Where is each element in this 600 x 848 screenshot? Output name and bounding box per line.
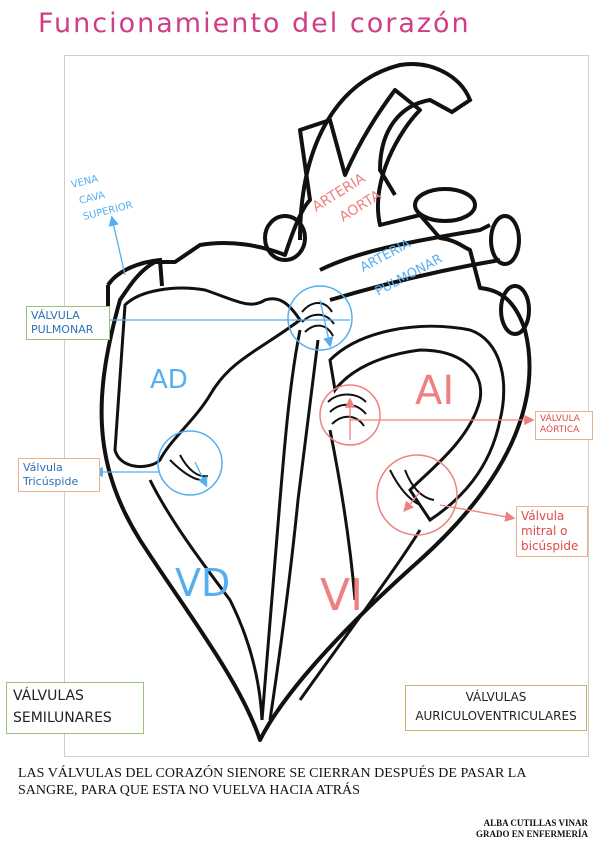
- right-ventricle-wall: [148, 479, 264, 721]
- program-name: GRADO EN ENFERMERÍA: [475, 829, 588, 839]
- left-ventricle-wall: [298, 429, 422, 701]
- mitral-flow-arrow: [403, 491, 421, 512]
- septum-inner: [268, 339, 320, 721]
- credits: ALBA CUTILLAS VINAR GRADO EN ENFERMERÍA: [476, 818, 588, 840]
- valvula-tricuspide-line-1: Válvula: [23, 461, 63, 474]
- pulmonary-valve-circle: [287, 285, 353, 351]
- left-atrium-wall: [328, 324, 506, 523]
- valvula-aortica-box: VÁLVULA AÓRTICA: [535, 411, 593, 440]
- valvula-mitral-line-3: bicúspide: [521, 539, 579, 553]
- valvulas-av-line-2: AURICULOVENTRICULARES: [415, 709, 577, 723]
- mitral-arrow: [439, 504, 516, 522]
- right-atrium-wall: [113, 286, 303, 469]
- valvulas-semilunares-line-1: VÁLVULAS: [13, 688, 84, 704]
- vd-label: VD: [175, 561, 230, 605]
- ai-label: AI: [415, 368, 454, 414]
- pulmonary-flow-arrow: [319, 299, 334, 348]
- pulmonary-trunk: [319, 223, 501, 302]
- pulmonary-branch-left: [263, 214, 307, 262]
- valvulas-auriculoventriculares-box: VÁLVULAS AURICULOVENTRICULARES: [405, 685, 587, 731]
- pulmonary-vein: [499, 284, 531, 336]
- aortic-valve-circle: [319, 384, 381, 446]
- valvula-tricuspide-line-2: Tricúspide: [23, 474, 79, 488]
- valvula-mitral-line-1: Válvula: [521, 509, 565, 523]
- valvula-tricuspide-box: Válvula Tricúspide: [18, 458, 100, 492]
- tricuspid-flow-arrow: [194, 461, 208, 488]
- page-title: Funcionamiento del corazón: [38, 8, 471, 39]
- tricuspid-valve-circle: [157, 430, 223, 496]
- aortic-valve-leaflets: [327, 393, 367, 427]
- valvula-pulmonar-line-1: VÁLVULA: [31, 309, 80, 322]
- valvulas-av-line-1: VÁLVULAS: [465, 690, 527, 704]
- mitral-valve-leaflets: [389, 469, 435, 506]
- valvulas-semilunares-line-2: SEMILUNARES: [13, 710, 112, 726]
- caption-text: LAS VÁLVULAS DEL CORAZÓN SIENORE SE CIER…: [18, 766, 526, 798]
- pulmonary-branch-right: [489, 214, 521, 266]
- mitral-valve-circle: [376, 454, 458, 536]
- valvula-aortica-line-1: VÁLVULA: [540, 414, 580, 424]
- septum: [260, 329, 302, 721]
- aorta-arch: [298, 62, 473, 241]
- ad-label: AD: [150, 365, 188, 395]
- vena-cava-tube: [106, 257, 164, 312]
- aorta-branch: [413, 187, 477, 223]
- valvula-mitral-line-2: mitral o: [521, 524, 568, 538]
- valvula-mitral-box: Válvula mitral o bicúspide: [516, 506, 588, 557]
- author-name: ALBA CUTILLAS VINAR: [483, 818, 588, 828]
- valvula-aortica-line-2: AÓRTICA: [540, 425, 580, 436]
- vena-cava-label-2: CAVA: [78, 190, 106, 207]
- vena-cava-label-1: VENA: [70, 174, 99, 191]
- valvula-pulmonar-box: VÁLVULA PULMONAR: [26, 306, 110, 340]
- vi-label: VI: [320, 570, 363, 621]
- valvula-pulmonar-line-2: PULMONAR: [31, 322, 94, 336]
- heart-outline: [99, 88, 532, 742]
- vena-cava-arrow: [108, 215, 126, 276]
- valvulas-semilunares-box: VÁLVULAS SEMILUNARES: [6, 682, 144, 734]
- diagram-frame: [64, 55, 589, 757]
